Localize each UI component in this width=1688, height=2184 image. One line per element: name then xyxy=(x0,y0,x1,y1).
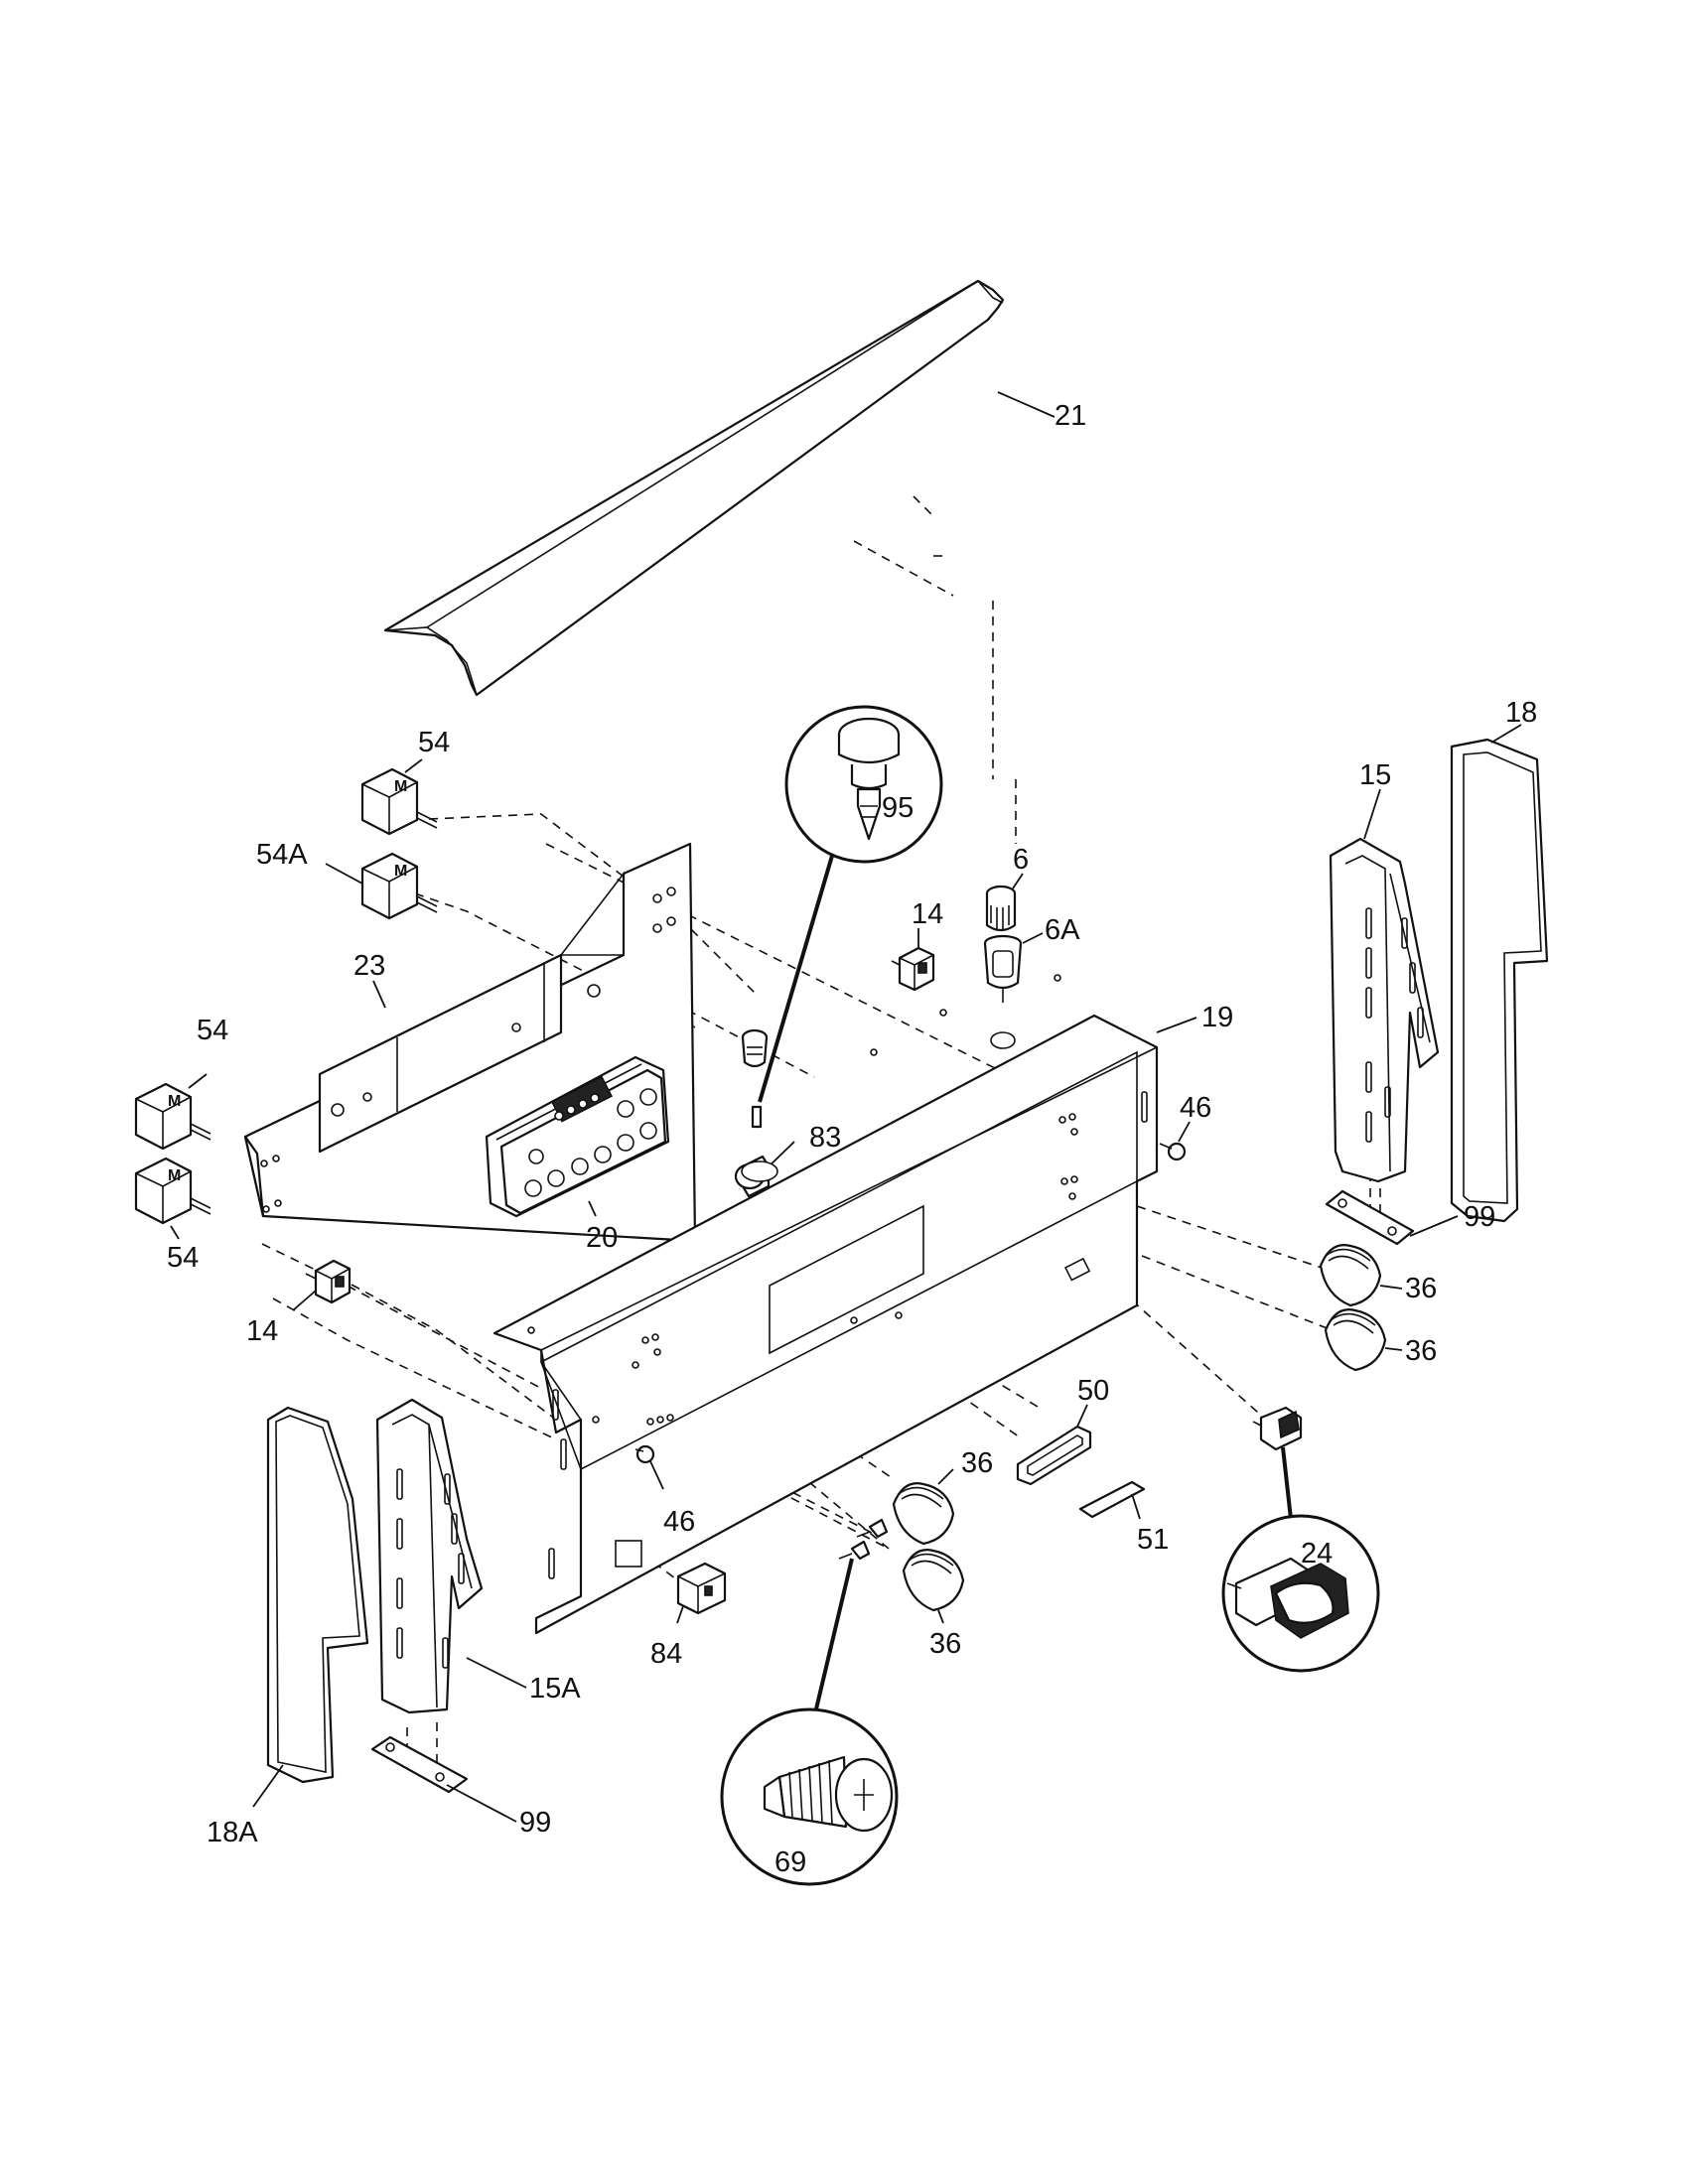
label-83: 83 xyxy=(809,1122,841,1154)
label-50: 50 xyxy=(1077,1375,1109,1407)
label-54-top: 54 xyxy=(418,727,450,758)
part-54-knob-left: M 54 xyxy=(134,1015,228,1151)
callout-24-leader xyxy=(1281,1446,1293,1520)
label-24: 24 xyxy=(1301,1538,1333,1570)
label-36-d: 36 xyxy=(929,1628,961,1660)
part-15A-end-bracket: 15A 99 xyxy=(370,1398,581,1839)
callout-69-leader xyxy=(812,1558,854,1718)
svg-text:M: M xyxy=(168,1167,181,1184)
label-18: 18 xyxy=(1505,697,1537,729)
callout-95-leader xyxy=(758,855,834,1103)
label-46-left: 46 xyxy=(663,1506,695,1538)
part-18A-end-trim: 18A xyxy=(207,1406,369,1848)
label-6: 6 xyxy=(1013,844,1029,876)
callout-95-magnified: 95 xyxy=(784,705,943,864)
part-24-rocker-switch xyxy=(1252,1406,1303,1451)
label-36-a: 36 xyxy=(1405,1273,1437,1304)
part-36-knob-b: 36 xyxy=(1324,1308,1437,1372)
label-23: 23 xyxy=(353,950,385,982)
part-54-knob-bottom: M 54 xyxy=(134,1157,211,1274)
part-21-top-trim: 21 xyxy=(383,279,1086,697)
label-15A: 15A xyxy=(529,1673,581,1705)
label-14-top: 14 xyxy=(912,898,943,930)
label-51: 51 xyxy=(1137,1524,1169,1556)
part-23-control-panel: 23 xyxy=(243,842,697,1243)
label-54-bottom: 54 xyxy=(167,1242,199,1274)
svg-text:M: M xyxy=(168,1093,181,1110)
label-69: 69 xyxy=(774,1846,806,1878)
label-14-left: 14 xyxy=(246,1315,278,1347)
label-36-b: 36 xyxy=(1405,1335,1437,1367)
svg-text:M: M xyxy=(394,863,407,880)
part-51-label-plate: 51 xyxy=(1078,1480,1169,1556)
part-36-knob-c: 36 xyxy=(892,1447,993,1546)
label-19: 19 xyxy=(1201,1002,1233,1033)
part-18-end-trim: 18 xyxy=(1450,697,1549,1223)
label-54A: 54A xyxy=(256,839,308,871)
svg-text:M: M xyxy=(394,778,407,795)
bracket-15A-slots xyxy=(396,1468,465,1669)
label-18A: 18A xyxy=(207,1817,258,1848)
label-20: 20 xyxy=(586,1222,618,1254)
callout-24-magnified: 24 xyxy=(1221,1514,1380,1673)
label-46-right: 46 xyxy=(1180,1092,1211,1124)
part-36-knob-a: 36 xyxy=(1319,1244,1437,1307)
part-36-knob-d: 36 xyxy=(902,1549,965,1660)
part-54A-knob: M 54A xyxy=(256,839,438,920)
part-46-screw-left: 46 xyxy=(634,1444,695,1538)
label-99-left: 99 xyxy=(519,1807,551,1839)
part-84-terminal-block: 84 xyxy=(650,1562,727,1670)
clock-display xyxy=(554,1093,600,1121)
part-6-lamp: 6 xyxy=(985,844,1029,932)
part-20-clock-control: 20 xyxy=(485,1055,670,1254)
part-14-switch-top: 14 xyxy=(891,898,943,992)
part-15-end-bracket: 15 99 xyxy=(1325,759,1495,1246)
label-99-right: 99 xyxy=(1464,1201,1495,1233)
label-84: 84 xyxy=(650,1638,682,1670)
label-36-c: 36 xyxy=(961,1447,993,1479)
label-6A: 6A xyxy=(1045,914,1080,946)
bracket-15-slots xyxy=(1365,907,1424,1143)
part-50-lens: 50 xyxy=(1016,1375,1109,1486)
backguard-slots xyxy=(548,1091,1148,1579)
part-14-switch-left: 14 xyxy=(246,1259,352,1347)
label-95: 95 xyxy=(882,792,914,824)
part-19-backguard: 19 xyxy=(492,974,1233,1635)
label-15: 15 xyxy=(1359,759,1391,791)
label-54-left: 54 xyxy=(197,1015,228,1046)
label-21: 21 xyxy=(1055,400,1086,432)
part-54-knob-top: M 54 xyxy=(360,727,450,836)
part-6A-lamp-socket: 6A xyxy=(983,914,1080,1003)
part-83-switch: 83 xyxy=(734,1028,841,1198)
part-46-screw-right: 46 xyxy=(1159,1092,1211,1161)
callout-69-magnified: 69 xyxy=(720,1707,899,1886)
part-69-screw xyxy=(838,1518,889,1561)
